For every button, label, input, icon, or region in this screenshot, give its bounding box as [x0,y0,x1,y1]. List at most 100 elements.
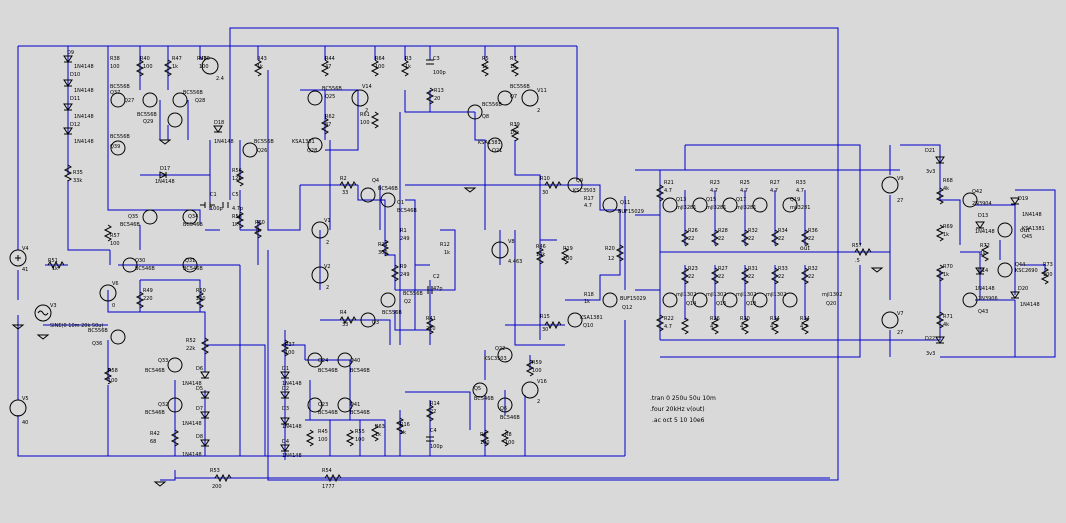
label-q2: Q2 [404,299,411,305]
label-r44: R44 [325,56,335,62]
label-r54v: 1777 [322,484,335,490]
label-ksa1381: KSA1381 [580,315,603,321]
label-n2n3904: 2N3904 [972,201,992,207]
label-r4: R4 [340,310,347,316]
label-r63: R63 [375,424,385,430]
label-in4148: 1N4148 [182,452,202,458]
label-v2: V2 [324,264,331,270]
label-q3: Q3 [372,320,379,326]
label-v6v: 0 [112,303,115,309]
voltage-source-v6 [99,284,117,302]
resistor-zigzag [170,429,180,447]
label-in4148: 1N4148 [282,453,302,459]
label-r16v: 1k [400,430,406,436]
label-d13: D13 [978,213,988,219]
label-r16: R16 [400,422,410,428]
voltage-source-v8 [491,241,509,259]
resistor-zigzag [935,264,945,282]
label-d19: D19 [1018,196,1028,202]
label-bc546b: BC546B [397,208,417,214]
label-d17: D17 [160,166,170,172]
voltage-source-v2 [311,266,329,284]
resistor-zigzag [320,117,330,135]
resistor-zigzag [480,59,490,77]
resistor-zigzag [305,429,315,447]
resistor-zigzag [544,320,562,330]
label-q4: Q4 [372,178,379,184]
label-mjl1302: mjl1302 [822,292,842,298]
label-r73v: 100 [1043,272,1053,278]
label-r57b: R57 [852,243,862,249]
label-v11v: 2 [537,108,540,114]
label-r32: R32 [748,228,758,234]
label-bc546b: BC546B [500,415,520,421]
label-d21: D21 [925,148,935,154]
label-bc556b: BC556B [88,328,108,334]
label-r7v: 1k [510,64,516,70]
transistor-group [110,90,1013,413]
net-out: out [800,245,810,252]
resistor-zigzag [500,429,510,447]
label-in4148: 1N4148 [182,381,202,387]
resistor-zigzag [980,244,990,262]
label-v6: V6 [112,281,119,287]
diode [200,411,210,419]
label-r7: R7 [510,56,517,62]
label-bc556b: BC556B [322,86,342,92]
label-v14v: 2 [365,108,368,114]
wires [17,27,1056,481]
diode [975,267,985,275]
label-r52v: 22k [186,346,195,352]
label-r21: R21 [664,180,674,186]
resistor-zigzag [200,337,210,355]
capacitor [200,202,215,208]
label-q31: Q31 [185,258,195,264]
label-v7v: 27 [897,330,903,336]
label-d9: D9 [67,50,74,56]
label-r72: R72 [980,243,990,249]
label-buf2: BUF15029 [620,296,646,302]
label-bc556b: BC556B [183,90,203,96]
label-r15: R15 [540,314,550,320]
component-labels: D9 1N4148 D10 1N4148 D11 1N4148 D12 1N41… [48,50,1053,490]
label-v7: V7 [897,311,904,317]
label-d14: D14 [978,268,988,274]
resistor-zigzag [370,59,380,77]
diode [200,371,210,379]
label-v3v: SINE(0 10m 20k 50u) [50,323,103,329]
label-r47: 4.7 [710,188,718,194]
label-r34: R34 [770,316,780,322]
net-labels: out out [800,227,1030,252]
label-bc546b: BC546B [135,266,155,272]
label-q25: Q25 [325,94,335,100]
label-r10v: 30 [542,190,548,196]
resistor-zigzag [560,247,570,265]
voltage-source-v14 [351,89,369,107]
resistor-zigzag [655,314,665,332]
label-q24: Q24 [318,358,328,364]
label-q28: Q28 [307,148,317,154]
label-q5: Q5 [474,386,481,392]
label-q21: Q21 [492,148,502,154]
label-q45: Q45 [1022,234,1032,240]
label-r9v: 249 [400,272,410,278]
label-r55v: 100 [355,437,365,443]
label-n2n3906: 2N3906 [978,296,998,302]
label-ksc3503: KSC3503 [573,188,596,194]
label-q30: Q30 [135,258,145,264]
label-r15v: 30 [542,327,548,333]
label-r22: 22 [808,236,814,242]
resistor-zigzag [740,229,750,247]
voltage-source-v7 [881,311,899,329]
label-in4148: 1N4148 [1020,302,1040,308]
label-d3v3b: 3v3 [926,351,935,357]
label-buf1: BUF15029 [618,209,644,215]
label-r50: R50 [196,288,206,294]
resistor-zigzag [425,404,435,422]
diode [935,336,945,344]
resistor-zigzag [103,224,113,242]
label-d3: D3 [282,406,289,412]
resistor-zigzag [710,317,720,335]
label-r32: R32 [808,266,818,272]
resistor-zigzag [320,59,330,77]
